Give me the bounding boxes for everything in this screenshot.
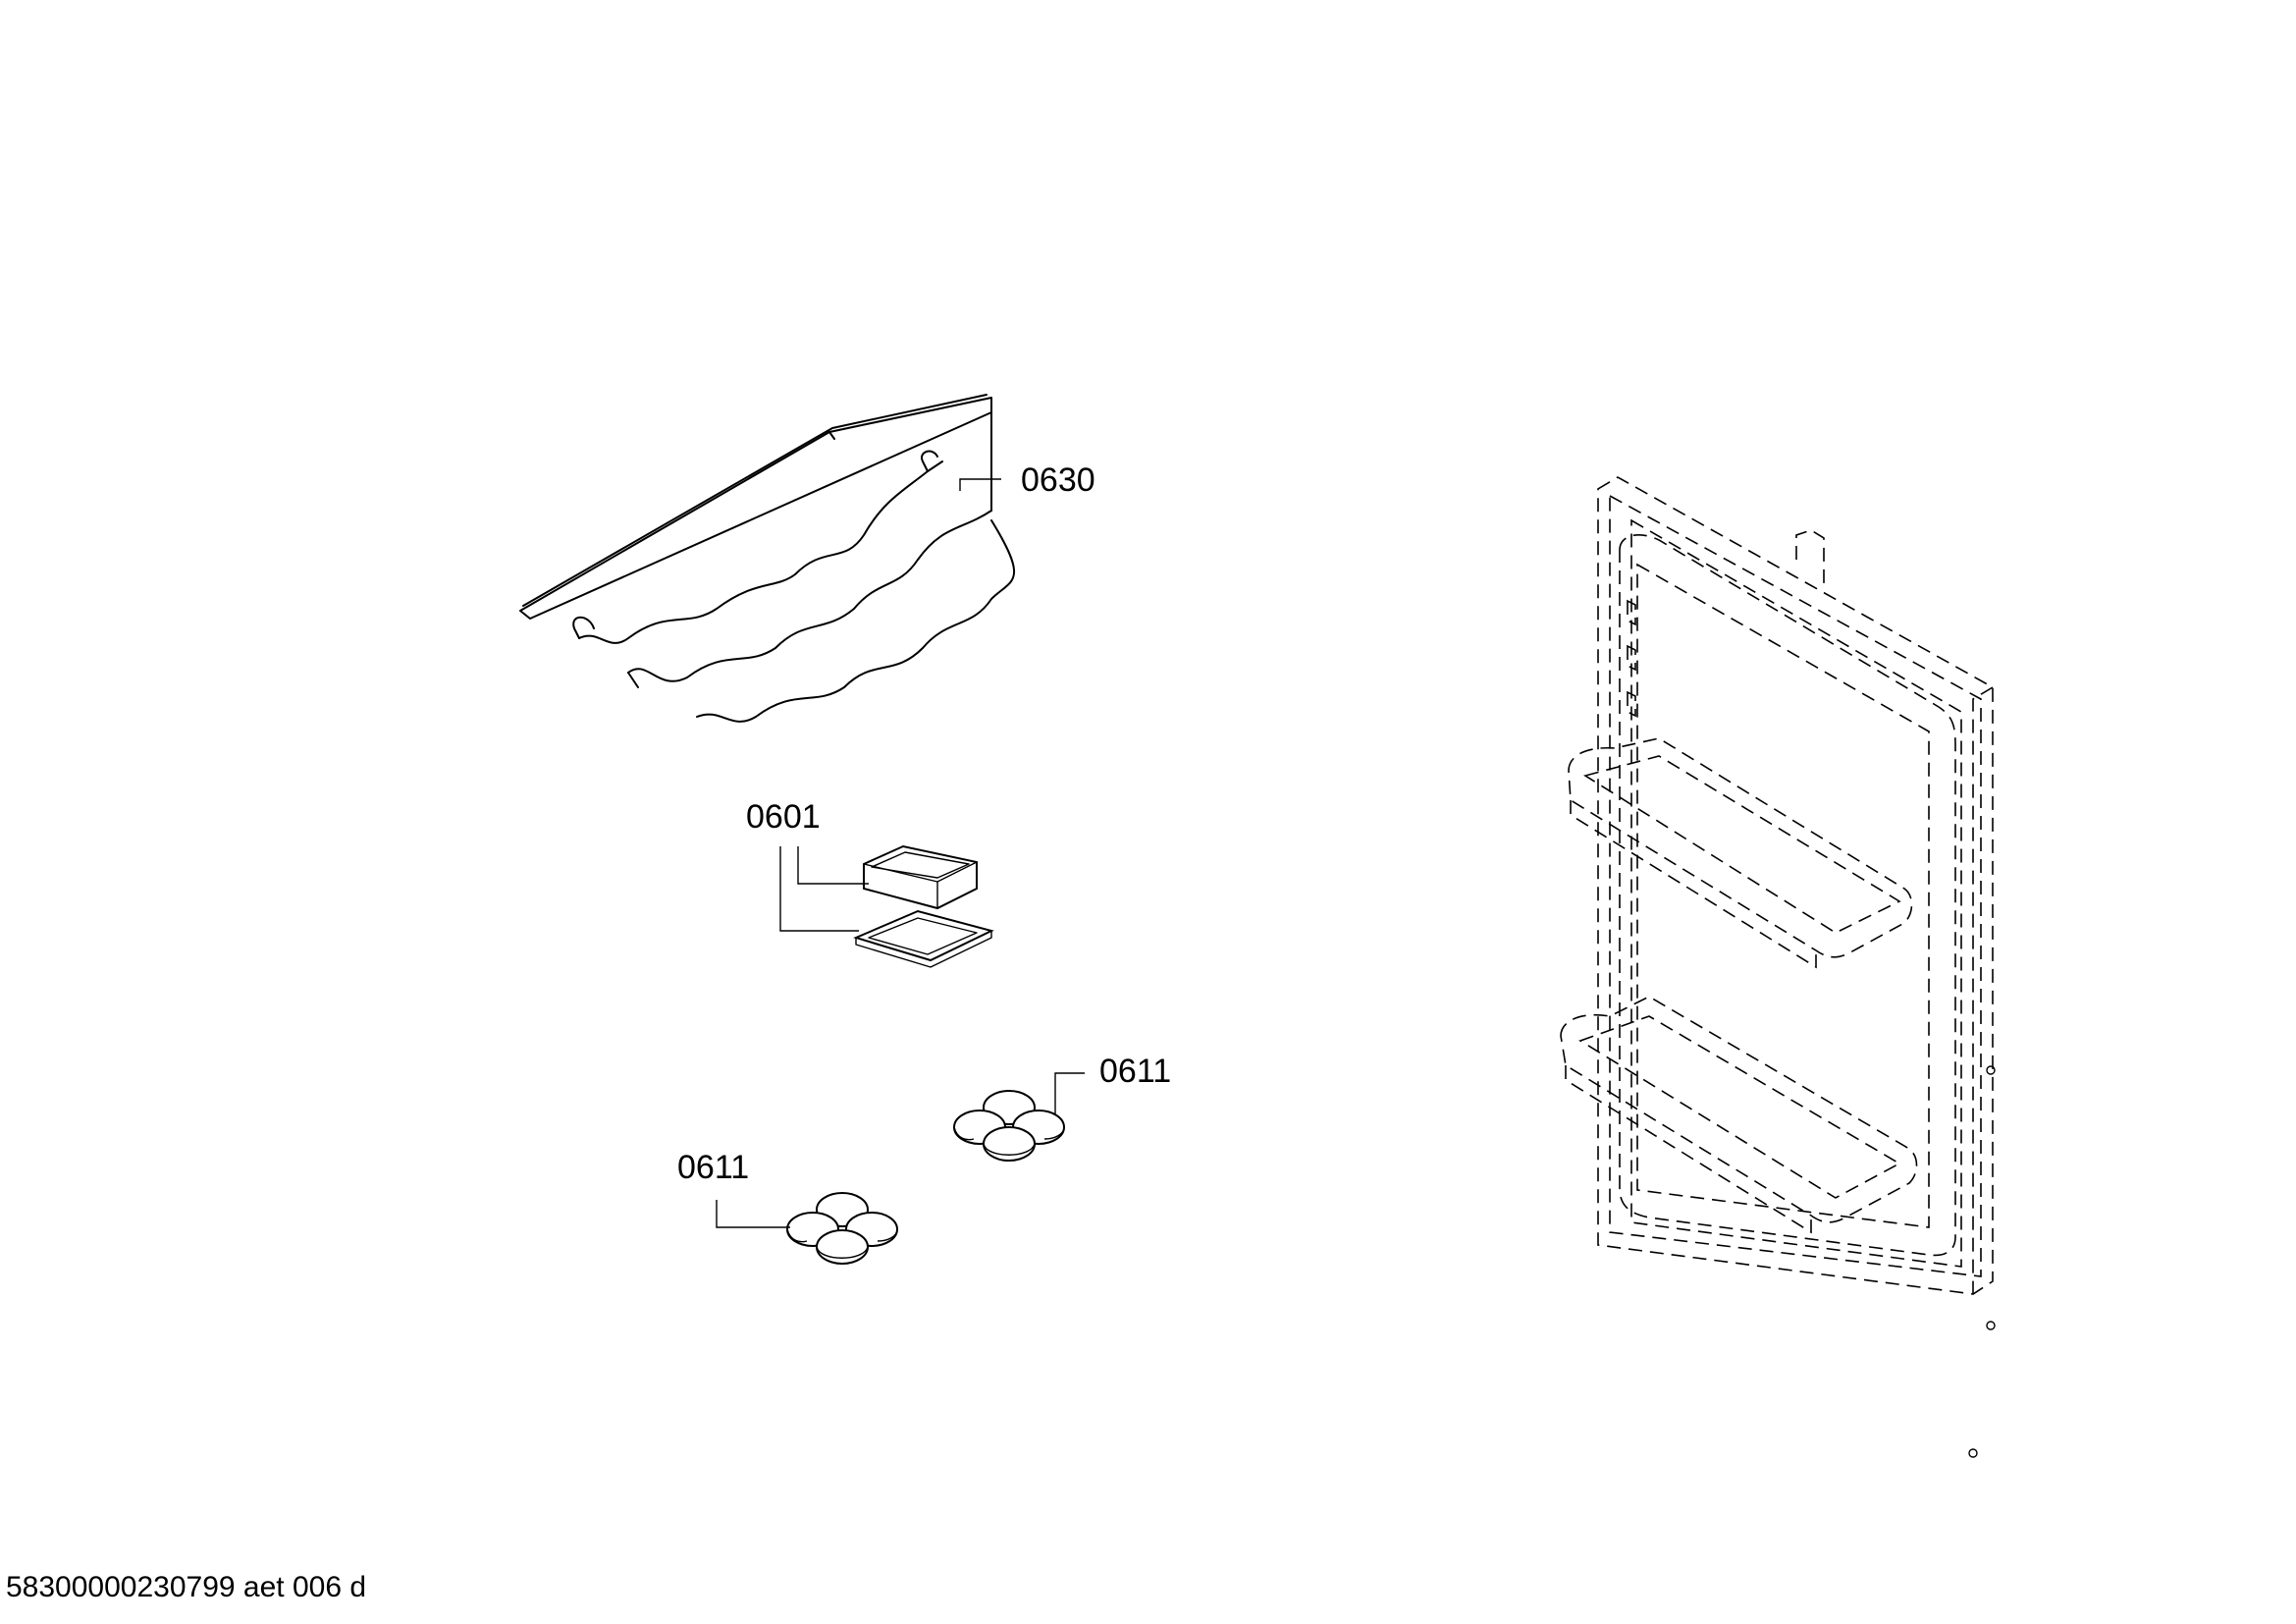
leader-line-0601-lid: [797, 846, 869, 885]
refrigerator-door-assembly: [1560, 476, 1996, 1458]
drawing-code: 58300000230799 aet 006 d: [6, 1571, 367, 1603]
leader-line-0601-tray: [779, 846, 859, 932]
part-label-0611-left: 0611: [677, 1149, 749, 1186]
part-label-0601: 0601: [746, 798, 821, 836]
leader-line-0611-left: [716, 1200, 790, 1228]
part-label-0630: 0630: [1021, 461, 1095, 499]
egg-tray-right-part[interactable]: [953, 1090, 1065, 1162]
leader-line-0630: [959, 478, 1001, 491]
leader-line-0611-right: [1054, 1072, 1085, 1114]
wine-rack-part[interactable]: [519, 394, 1016, 723]
part-label-0611-right: 0611: [1099, 1053, 1171, 1090]
butter-dish-part[interactable]: [853, 844, 994, 968]
egg-tray-left-part[interactable]: [786, 1192, 898, 1265]
